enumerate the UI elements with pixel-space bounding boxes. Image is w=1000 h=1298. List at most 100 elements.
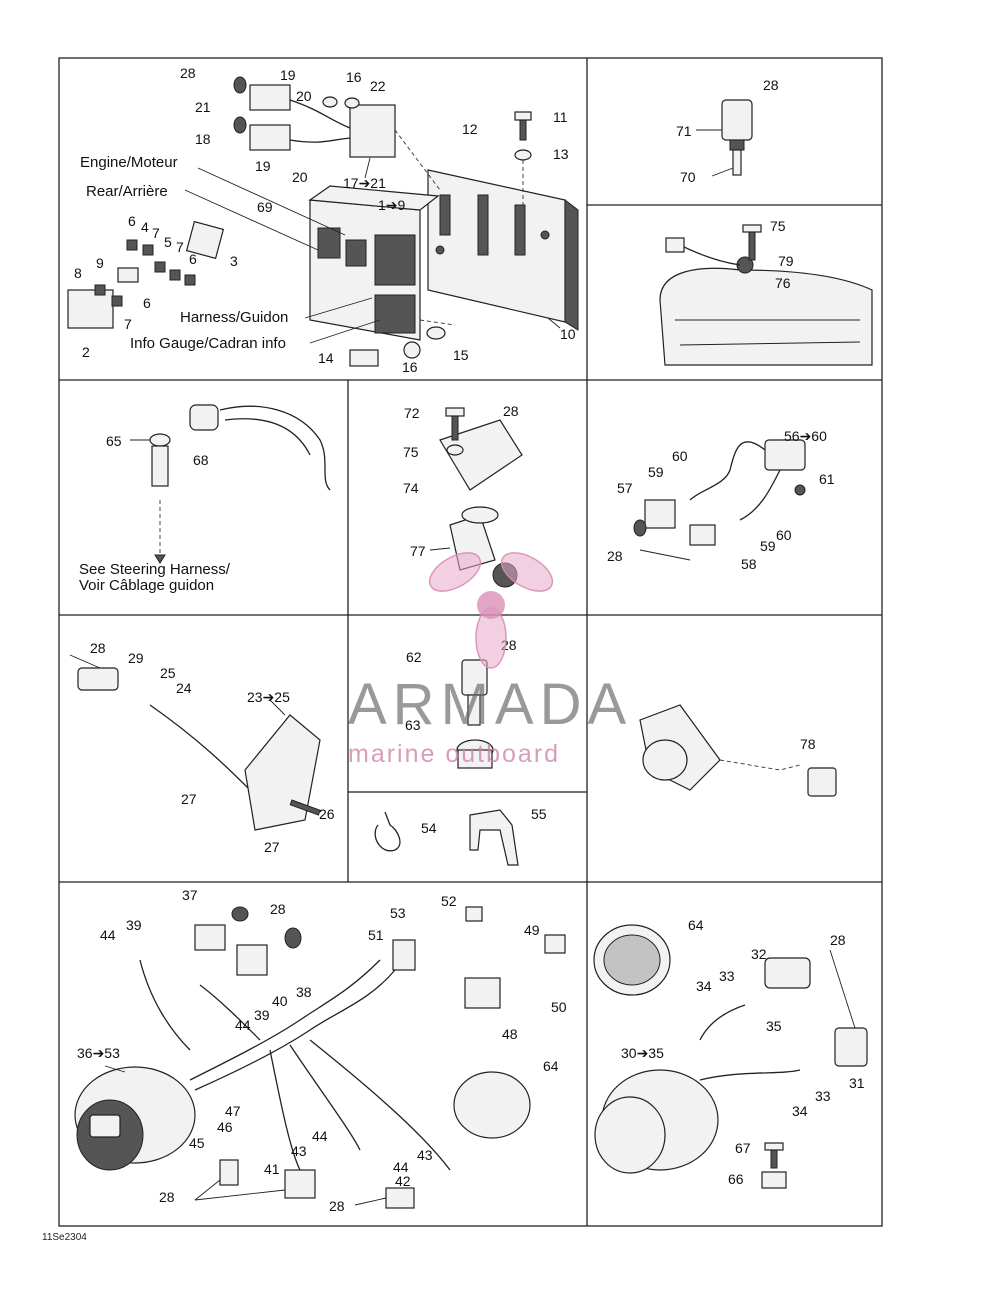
callout-p11-9: 38 xyxy=(296,984,312,1000)
callout-p2-1: 71 xyxy=(676,123,692,139)
callout-p1-27: 10 xyxy=(560,326,576,342)
callout-p1-5: 20 xyxy=(296,88,312,104)
panel-harness-56 xyxy=(633,439,806,561)
callout-p2-0: 28 xyxy=(763,77,779,93)
callout-p11-3: 44 xyxy=(100,927,116,943)
callout-p11-17: 46 xyxy=(217,1119,233,1135)
watermark: ARMADA marine outboard xyxy=(348,552,632,768)
callout-p1-21: 9 xyxy=(96,255,104,271)
callout-p6-0: 56➔60 xyxy=(784,428,827,444)
callout-p1-7: 19 xyxy=(255,158,271,174)
callout-p7-7: 27 xyxy=(264,839,280,855)
callout-p12-2: 28 xyxy=(830,932,846,948)
callout-p11-13: 48 xyxy=(502,1026,518,1042)
callout-p11-26: 28 xyxy=(329,1198,345,1214)
callout-p6-2: 59 xyxy=(648,464,664,480)
callout-p11-19: 44 xyxy=(312,1128,328,1144)
callout-p5-3: 74 xyxy=(403,480,419,496)
callout-p12-9: 33 xyxy=(815,1088,831,1104)
label-see-steering-2: Voir Câblage guidon xyxy=(79,577,214,594)
label-info-gauge: Info Gauge/Cadran info xyxy=(130,335,286,352)
callout-p1-3: 22 xyxy=(370,78,386,94)
callout-p12-0: 64 xyxy=(688,917,704,933)
panel-gauge xyxy=(593,924,868,1189)
callout-p11-21: 41 xyxy=(264,1161,280,1177)
callout-p11-24: 42 xyxy=(395,1173,411,1189)
callout-p1-1: 19 xyxy=(280,67,296,83)
text-labels: Engine/Moteur Rear/Arrière Harness/Guido… xyxy=(79,154,288,594)
callout-p1-0: 28 xyxy=(180,65,196,81)
callout-p11-23: 43 xyxy=(417,1147,433,1163)
callout-p1-30: 16 xyxy=(402,359,418,375)
callout-p11-10: 39 xyxy=(254,1007,270,1023)
callout-p6-5: 60 xyxy=(776,527,792,543)
callout-p6-4: 61 xyxy=(819,471,835,487)
callout-p11-1: 28 xyxy=(270,901,286,917)
label-harness: Harness/Guidon xyxy=(180,309,288,326)
callout-p11-4: 53 xyxy=(390,905,406,921)
callout-p1-17: 7 xyxy=(152,225,160,241)
callout-p2-2: 70 xyxy=(680,169,696,185)
callout-p1-16: 4 xyxy=(141,219,149,235)
callout-p1-20: 3 xyxy=(230,253,238,269)
watermark-brand: ARMADA xyxy=(348,672,632,737)
callout-p12-3: 33 xyxy=(719,968,735,984)
callout-p4-0: 65 xyxy=(106,433,122,449)
callout-p10-0: 54 xyxy=(421,820,437,836)
callout-p1-14: 1➔9 xyxy=(378,197,406,213)
callout-p12-7: 31 xyxy=(849,1075,865,1091)
label-rear: Rear/Arrière xyxy=(86,183,168,200)
callout-p1-6: 18 xyxy=(195,131,211,147)
callout-p11-8: 40 xyxy=(272,993,288,1009)
callout-p8-0: 62 xyxy=(406,649,422,665)
callout-p1-24: 6 xyxy=(143,295,151,311)
callout-p12-4: 34 xyxy=(696,978,712,994)
callout-p1-19: 7 xyxy=(176,239,184,255)
callout-p5-2: 75 xyxy=(403,444,419,460)
callout-p5-1: 28 xyxy=(503,403,519,419)
callout-p1-10: 12 xyxy=(462,121,478,137)
callout-p8-2: 63 xyxy=(405,717,421,733)
callout-p11-22: 44 xyxy=(393,1159,409,1175)
callout-p3-0: 75 xyxy=(770,218,786,234)
callout-p5-0: 72 xyxy=(404,405,420,421)
callout-p5-4: 77 xyxy=(410,543,426,559)
callout-p6-6: 59 xyxy=(760,538,776,554)
callout-p1-2: 16 xyxy=(346,69,362,85)
callout-p12-10: 67 xyxy=(735,1140,751,1156)
callout-p1-8: 20 xyxy=(292,169,308,185)
panel-main-harness xyxy=(74,906,566,1209)
panel-ties xyxy=(374,809,519,866)
callout-p1-23: 8 xyxy=(74,265,82,281)
callout-p1-15: 6 xyxy=(128,213,136,229)
callout-p11-5: 52 xyxy=(441,893,457,909)
callout-p12-6: 30➔35 xyxy=(621,1045,664,1061)
callout-p7-0: 28 xyxy=(90,640,106,656)
callout-p7-3: 24 xyxy=(176,680,192,696)
callout-p1-28: 14 xyxy=(318,350,334,366)
callout-p1-9: 11 xyxy=(553,109,568,125)
callout-p1-13: 69 xyxy=(257,199,273,215)
callout-p12-1: 32 xyxy=(751,946,767,962)
callout-p6-3: 57 xyxy=(617,480,633,496)
callout-p4-1: 68 xyxy=(193,452,209,468)
callout-p1-26: 2 xyxy=(82,344,90,360)
callout-p1-18: 5 xyxy=(164,234,172,250)
callout-p12-5: 35 xyxy=(766,1018,782,1034)
callout-p11-16: 47 xyxy=(225,1103,241,1119)
callout-p6-7: 28 xyxy=(607,548,623,564)
callout-p1-29: 15 xyxy=(453,347,469,363)
callout-p7-1: 29 xyxy=(128,650,144,666)
panel-sensor-62 xyxy=(456,659,494,769)
panel-grid xyxy=(58,57,883,1227)
panel-sensor-71 xyxy=(696,99,753,177)
callout-p12-11: 66 xyxy=(728,1171,744,1187)
callout-p1-4: 21 xyxy=(195,99,211,115)
callout-p7-2: 25 xyxy=(160,665,176,681)
callout-p1-25: 7 xyxy=(124,316,132,332)
callout-p11-12: 50 xyxy=(551,999,567,1015)
callout-p6-1: 60 xyxy=(672,448,688,464)
callout-p11-20: 43 xyxy=(291,1143,307,1159)
panel-sensor-78 xyxy=(639,704,837,797)
